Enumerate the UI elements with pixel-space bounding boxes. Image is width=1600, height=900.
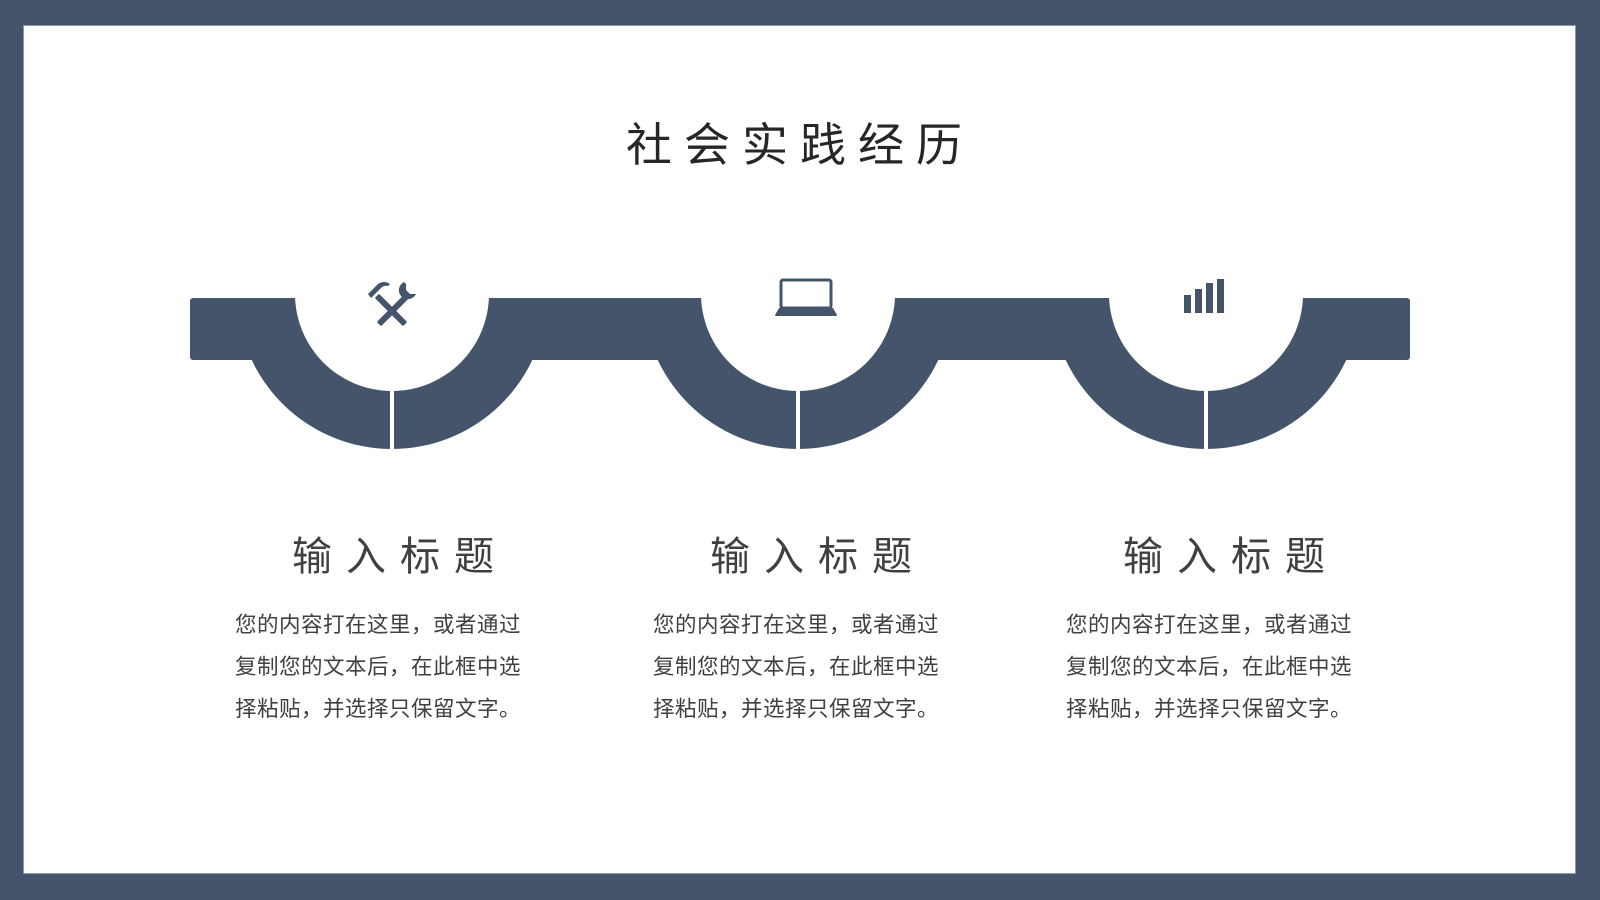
- signal-bars-icon: [1184, 279, 1224, 313]
- step-description: 您的内容打在这里，或者通过 复制您的文本后，在此框中选 择粘贴，并选择只保留文字…: [235, 605, 555, 731]
- description-line: 您的内容打在这里，或者通过: [1066, 613, 1353, 638]
- laptop-icon: [775, 278, 837, 316]
- step-heading: 输入标题: [710, 534, 926, 580]
- description-line: 复制您的文本后，在此框中选: [653, 655, 940, 680]
- description-line: 择粘贴，并选择只保留文字。: [653, 697, 940, 722]
- step-heading: 输入标题: [1123, 534, 1339, 580]
- description-line: 您的内容打在这里，或者通过: [235, 613, 522, 638]
- step-heading: 输入标题: [292, 534, 508, 580]
- description-line: 择粘贴，并选择只保留文字。: [235, 697, 522, 722]
- hammer-wrench-icon: [368, 282, 416, 326]
- step-description: 您的内容打在这里，或者通过 复制您的文本后，在此框中选 择粘贴，并选择只保留文字…: [1066, 605, 1386, 731]
- description-line: 复制您的文本后，在此框中选: [1066, 655, 1353, 680]
- step-description: 您的内容打在这里，或者通过 复制您的文本后，在此框中选 择粘贴，并选择只保留文字…: [653, 605, 973, 731]
- description-line: 您的内容打在这里，或者通过: [653, 613, 940, 638]
- description-line: 择粘贴，并选择只保留文字。: [1066, 697, 1353, 722]
- description-line: 复制您的文本后，在此框中选: [235, 655, 522, 680]
